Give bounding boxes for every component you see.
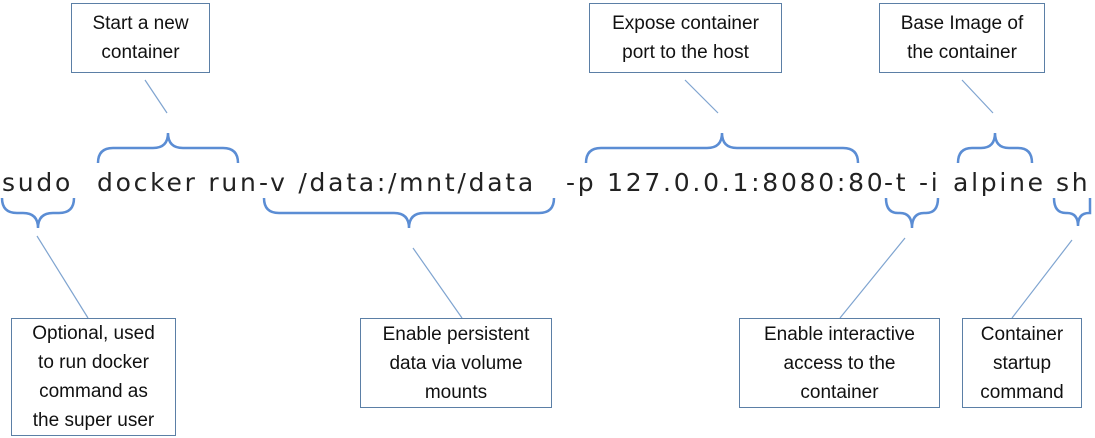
annotation-line: data via volume — [389, 352, 523, 374]
connector-persistent-data — [412, 247, 463, 319]
command-token-ti-flags: -t -i — [884, 168, 941, 197]
annotation-line: Start a new — [92, 13, 189, 34]
annotation-line: command as — [39, 381, 148, 402]
brace-ti-flags — [884, 197, 940, 229]
annotation-line: Container — [980, 323, 1064, 345]
annotation-line: Enable persistent — [382, 323, 530, 345]
command-token-image: alpine — [953, 168, 1046, 197]
brace-volume-flag — [262, 197, 556, 229]
command-token-port-flag: -p 127.0.0.1:8080:80 — [566, 168, 886, 197]
annotation-line: the super user — [32, 410, 155, 431]
command-token-startup-cmd: sh — [1056, 168, 1091, 197]
annotation-line: the container — [907, 42, 1017, 63]
annotation-line: Enable interactive — [763, 323, 916, 345]
connector-base-image — [961, 79, 994, 114]
annotation-base-image: Base Image of the container — [879, 3, 1045, 73]
connector-expose-port — [684, 79, 719, 114]
annotation-line: access to the — [783, 352, 896, 374]
annotation-start-container: Start a new container — [71, 3, 210, 73]
connector-startup-command — [1011, 239, 1073, 319]
annotation-line: mounts — [424, 381, 488, 403]
brace-sudo — [0, 197, 76, 229]
command-token-volume-flag: -v /data:/mnt/data — [259, 168, 536, 197]
connector-start-container — [144, 79, 168, 114]
annotation-line: Expose container — [612, 13, 759, 34]
annotation-line: Base Image of — [900, 13, 1024, 34]
brace-port-flag — [584, 132, 860, 164]
annotation-line: Optional, used — [32, 323, 155, 344]
annotation-startup-command: Container startup command — [962, 318, 1082, 408]
annotation-persistent-data: Enable persistent data via volume mounts — [360, 318, 552, 408]
command-token-sudo: sudo — [2, 168, 74, 197]
annotation-line: to run docker — [38, 352, 149, 373]
annotation-line: container — [800, 381, 879, 403]
brace-docker-run — [96, 132, 240, 164]
connector-interactive — [839, 237, 906, 319]
annotation-optional-sudo: Optional, used to run docker command as … — [11, 318, 176, 436]
annotation-line: startup — [992, 352, 1052, 374]
annotation-line: command — [980, 381, 1064, 403]
annotation-line: container — [101, 42, 180, 63]
annotation-interactive: Enable interactive access to the contain… — [739, 318, 940, 408]
annotation-expose-port: Expose container port to the host — [589, 3, 782, 73]
annotation-line: port to the host — [622, 42, 749, 63]
brace-image — [956, 132, 1034, 164]
command-token-docker-run: docker run — [97, 168, 259, 197]
connector-optional-sudo — [36, 235, 89, 319]
brace-startup-cmd — [1052, 197, 1092, 227]
